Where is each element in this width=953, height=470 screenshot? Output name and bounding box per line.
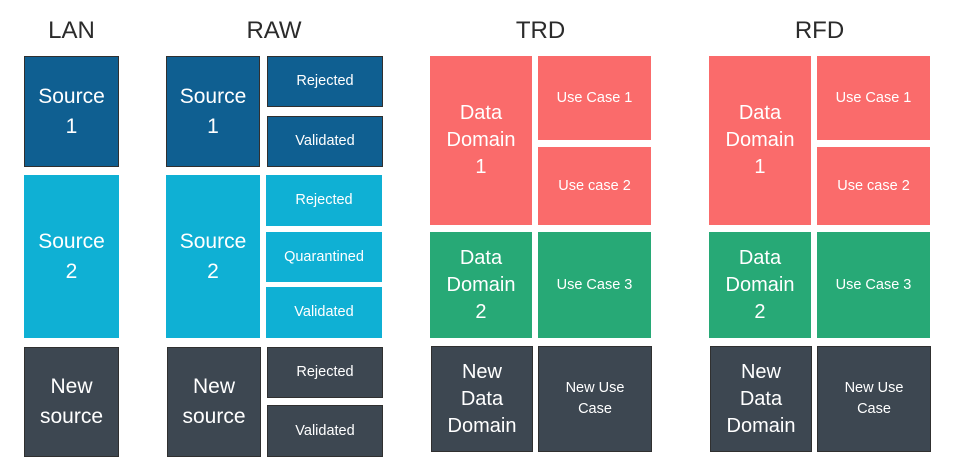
lan-new-source: New source xyxy=(24,347,119,457)
raw-source-2-quarantined: Quarantined xyxy=(266,232,382,282)
raw-source-2-validated: Validated xyxy=(266,287,382,338)
rfd-use-case-2: Use case 2 xyxy=(817,147,930,225)
lan-source-2: Source 2 xyxy=(24,175,119,338)
trd-data-domain-2: Data Domain 2 xyxy=(430,232,532,338)
trd-use-case-3: Use Case 3 xyxy=(538,232,651,338)
rfd-data-domain-1: Data Domain 1 xyxy=(709,56,811,225)
header-trd: TRD xyxy=(515,17,566,44)
lan-source-1: Source 1 xyxy=(24,56,119,167)
raw-source-2-rejected: Rejected xyxy=(266,175,382,226)
trd-new-data-domain: New Data Domain xyxy=(431,346,533,452)
raw-new-rejected: Rejected xyxy=(267,347,383,398)
header-rfd: RFD xyxy=(794,17,845,44)
raw-new-source: New source xyxy=(167,347,261,457)
rfd-new-use-case: New Use Case xyxy=(817,346,931,452)
rfd-data-domain-2: Data Domain 2 xyxy=(709,232,811,338)
rfd-new-data-domain: New Data Domain xyxy=(710,346,812,452)
trd-use-case-1: Use Case 1 xyxy=(538,56,651,140)
raw-new-validated: Validated xyxy=(267,405,383,457)
rfd-use-case-1: Use Case 1 xyxy=(817,56,930,140)
raw-source-1-validated: Validated xyxy=(267,116,383,167)
trd-data-domain-1: Data Domain 1 xyxy=(430,56,532,225)
raw-source-1-rejected: Rejected xyxy=(267,56,383,107)
raw-source-1: Source 1 xyxy=(166,56,260,167)
raw-source-2: Source 2 xyxy=(166,175,260,338)
header-lan: LAN xyxy=(48,17,95,44)
trd-use-case-2: Use case 2 xyxy=(538,147,651,225)
trd-new-use-case: New Use Case xyxy=(538,346,652,452)
rfd-use-case-3: Use Case 3 xyxy=(817,232,930,338)
header-raw: RAW xyxy=(246,17,302,44)
